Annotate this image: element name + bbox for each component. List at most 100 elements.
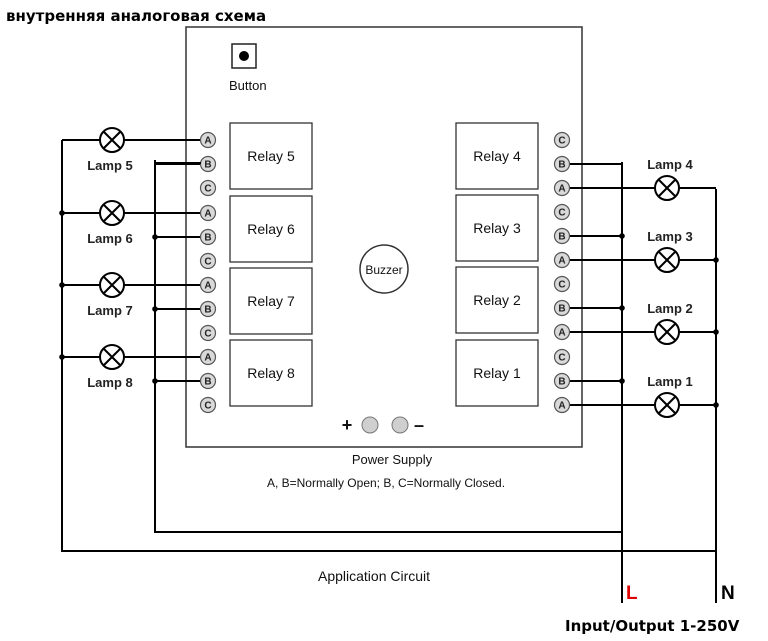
junction-dot — [619, 233, 625, 239]
junction-dot — [59, 210, 65, 216]
terminal-c-letter: C — [204, 329, 211, 340]
relay-label: Relay 2 — [473, 292, 521, 308]
terminal-c-letter: C — [558, 353, 565, 364]
relay-box — [229, 195, 313, 263]
terminal-a: A — [199, 348, 217, 366]
terminal-b: B — [553, 372, 571, 390]
terminal-c: C — [553, 348, 571, 366]
terminal-a: A — [553, 396, 571, 414]
lamp-label: Lamp 3 — [647, 229, 693, 244]
terminal-c-letter: C — [204, 401, 211, 412]
relay-box — [229, 339, 313, 407]
relay-unit-8: Relay 8 Lamp 8 ABC — [59, 339, 313, 414]
terminal-c-letter: C — [558, 136, 565, 147]
terminal-b-letter: B — [204, 233, 211, 244]
terminal-b-letter: B — [558, 304, 565, 315]
relay-box — [229, 267, 313, 335]
n-bus-left-wire — [61, 140, 716, 552]
junction-dot — [619, 378, 625, 384]
lamp-icon — [99, 200, 125, 226]
terminal-b: B — [553, 299, 571, 317]
lamp-icon — [654, 392, 680, 418]
junction-dot — [713, 329, 719, 335]
terminal-a-letter: A — [558, 256, 565, 267]
lamp-label: Lamp 7 — [87, 303, 133, 318]
terminal-b-letter: B — [558, 232, 565, 243]
relay-box — [455, 266, 539, 334]
power-minus-terminal — [391, 416, 409, 434]
terminal-b-letter: B — [204, 160, 211, 171]
terminal-a-letter: A — [204, 353, 211, 364]
power-supply-label: Power Supply — [352, 452, 433, 467]
terminal-c-letter: C — [204, 184, 211, 195]
terminal-c: C — [199, 396, 217, 414]
junction-dot — [152, 378, 158, 384]
junction-dot — [59, 282, 65, 288]
lamp-icon — [99, 127, 125, 153]
terminal-c: C — [553, 275, 571, 293]
power-plus-label: + — [342, 415, 353, 435]
terminal-a: A — [199, 276, 217, 294]
relay-label: Relay 6 — [247, 221, 295, 237]
terminal-b: B — [199, 300, 217, 318]
terminal-a-letter: A — [558, 328, 565, 339]
relay-unit-2: Relay 2 Lamp 2 C B A — [455, 266, 719, 345]
relay-label: Relay 4 — [473, 148, 521, 164]
terminal-b-letter: B — [558, 377, 565, 388]
terminal-a-letter: A — [204, 281, 211, 292]
terminal-c: C — [199, 179, 217, 197]
lamp-label: Lamp 8 — [87, 375, 133, 390]
relay-label: Relay 5 — [247, 148, 295, 164]
power-minus-label: – — [414, 415, 424, 435]
lamp-icon — [654, 175, 680, 201]
relay-box — [229, 122, 313, 190]
diagram-heading: внутренняя аналоговая схема — [6, 7, 266, 25]
terminal-a-letter: A — [558, 401, 565, 412]
terminal-c-letter: C — [558, 280, 565, 291]
terminal-a-letter: A — [558, 184, 565, 195]
button-icon — [239, 51, 249, 61]
application-circuit-label: Application Circuit — [318, 568, 430, 584]
terminal-b: B — [199, 155, 217, 173]
terminal-b-letter: B — [204, 305, 211, 316]
relay-box — [455, 194, 539, 262]
relay-unit-7: Relay 7 Lamp 7 A B C — [59, 267, 313, 342]
lamp-icon — [99, 344, 125, 370]
lamp-icon — [654, 319, 680, 345]
relay-label: Relay 8 — [247, 365, 295, 381]
relay-box — [455, 122, 539, 190]
relay-label: Relay 7 — [247, 293, 295, 309]
junction-dot — [713, 257, 719, 263]
lamp-icon — [654, 247, 680, 273]
junction-dot — [713, 402, 719, 408]
terminal-b: B — [199, 372, 217, 390]
terminal-b: B — [553, 155, 571, 173]
power-plus-terminal — [361, 416, 379, 434]
terminal-a: A — [553, 179, 571, 197]
junction-dot — [619, 305, 625, 311]
button-label: Button — [229, 78, 267, 93]
line-n-label: N — [721, 583, 735, 604]
terminal-c: C — [553, 203, 571, 221]
lamp-label: Lamp 6 — [87, 231, 133, 246]
input-output-label: Input/Output 1-250V — [565, 617, 740, 635]
lamp-label: Lamp 5 — [87, 158, 133, 173]
terminal-c: C — [553, 131, 571, 149]
lamp-label: Lamp 2 — [647, 301, 693, 316]
line-l-label: L — [626, 583, 638, 604]
junction-dot — [152, 234, 158, 240]
terminal-c: C — [199, 252, 217, 270]
lamp-icon — [99, 272, 125, 298]
terminal-a: A — [553, 251, 571, 269]
contact-legend-note: A, B=Normally Open; B, C=Normally Closed… — [267, 476, 505, 490]
terminal-b-letter: B — [558, 160, 565, 171]
terminal-c-letter: C — [204, 257, 211, 268]
lamp-label: Lamp 1 — [647, 374, 693, 389]
